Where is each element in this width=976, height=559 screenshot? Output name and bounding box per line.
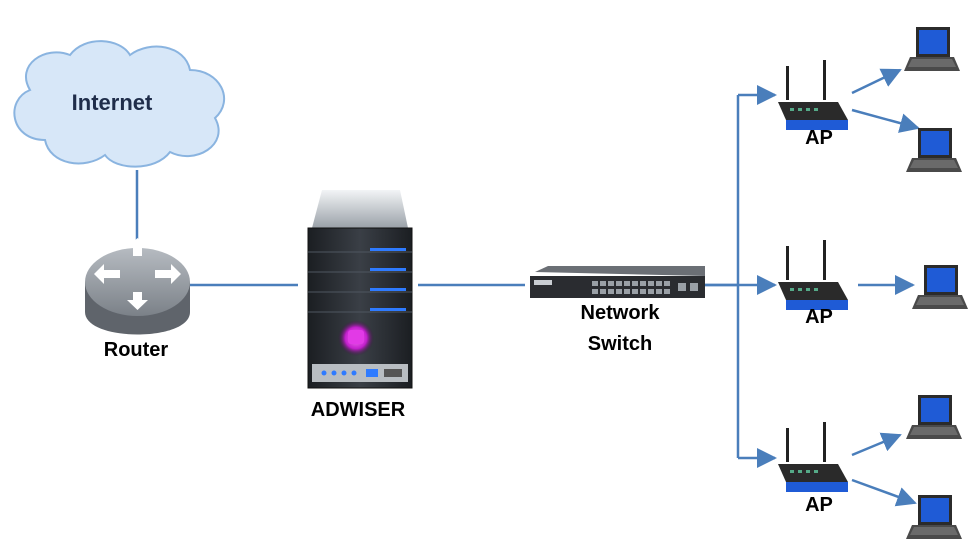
link-ap3-laptop1: [851, 432, 902, 457]
laptop-4-icon: [906, 395, 962, 439]
links: [135, 68, 920, 507]
access-point-1-icon: [778, 60, 848, 130]
switch-label-line1: Network: [580, 302, 660, 324]
internet-label: Internet: [71, 90, 153, 115]
laptop-1-icon: [904, 27, 960, 71]
server-label: ADWISER: [310, 399, 406, 421]
router-icon: [85, 238, 190, 335]
laptop-2-icon: [906, 128, 962, 172]
ap-2-label: AP: [805, 306, 833, 328]
laptop-3-icon: [912, 265, 968, 309]
network-switch-icon: [530, 266, 705, 298]
router-label: Router: [103, 339, 169, 361]
server-icon: [307, 190, 413, 389]
ap-1-label: AP: [805, 127, 833, 149]
switch-label-line2: Switch: [587, 333, 653, 355]
internet-cloud-icon: [13, 40, 226, 168]
link-ap1-laptop1: [851, 68, 902, 95]
access-point-2-icon: [778, 240, 848, 310]
access-point-3-icon: [778, 422, 848, 492]
link-ap3-laptop2: [851, 478, 917, 507]
ap-3-label: AP: [805, 494, 833, 516]
link-ap1-laptop2: [851, 108, 920, 133]
